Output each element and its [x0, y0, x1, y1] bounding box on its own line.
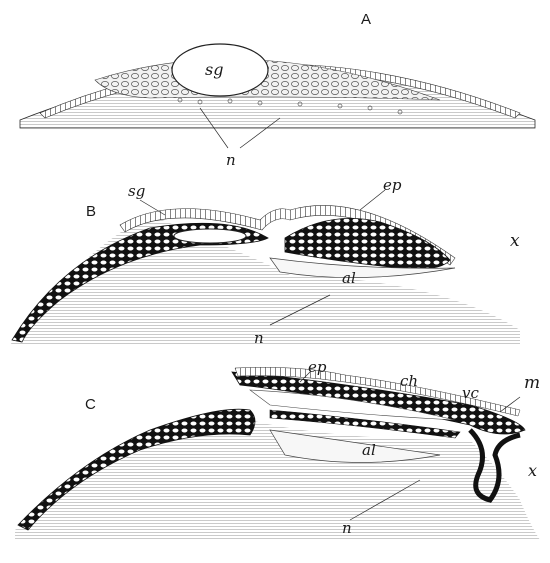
panel-c: C ep ch vc m al x n [15, 358, 540, 540]
panel-a: A sg n [20, 11, 535, 169]
label-sg-a: sg [205, 60, 223, 79]
label-n-b: n [254, 329, 264, 347]
label-n-c: n [342, 519, 352, 537]
label-x-b: x [510, 231, 520, 251]
sg-cavity-b [174, 229, 246, 243]
label-sg-b: sg [128, 182, 145, 200]
label-al-c: al [362, 441, 376, 459]
label-n-a: n [226, 151, 236, 169]
label-vc-c: vc [462, 384, 479, 402]
panel-a-letter: A [361, 11, 371, 28]
label-ep-b: ep [383, 176, 402, 194]
ep-leader-b [360, 190, 385, 210]
panel-c-letter: C [85, 396, 96, 413]
label-x-c: x [528, 461, 537, 480]
panel-b-cell-mass [285, 218, 450, 269]
label-m-c: m [524, 373, 540, 393]
panel-b-letter: B [86, 203, 96, 220]
panel-b: B sg ep x al n [10, 176, 520, 347]
label-ch-c: ch [400, 372, 418, 390]
label-al-b: al [342, 269, 356, 287]
label-ep-c: ep [308, 358, 327, 376]
